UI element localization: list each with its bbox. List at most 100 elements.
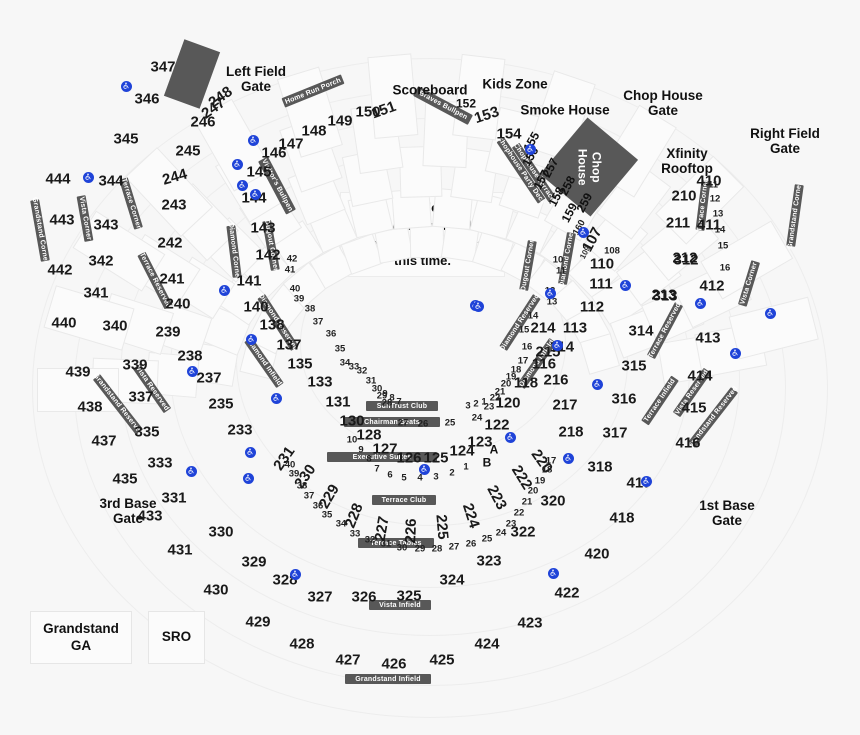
- section-238[interactable]: 238: [177, 347, 203, 365]
- section-148[interactable]: 148: [301, 122, 327, 140]
- section-423[interactable]: 423: [517, 614, 543, 632]
- section-124[interactable]: 124: [449, 442, 475, 460]
- section-335[interactable]: 335: [134, 423, 160, 441]
- section-429[interactable]: 429: [245, 613, 271, 631]
- section-233[interactable]: 233: [227, 421, 253, 439]
- wheelchair-accessible-icon[interactable]: [185, 465, 197, 477]
- section-344[interactable]: 344: [98, 172, 124, 190]
- section-428[interactable]: 428: [289, 635, 315, 653]
- section-435[interactable]: 435: [112, 470, 138, 488]
- wheelchair-accessible-icon[interactable]: [547, 567, 559, 579]
- wheelchair-accessible-icon[interactable]: [242, 472, 254, 484]
- wheelchair-accessible-icon[interactable]: [270, 392, 282, 404]
- section-425[interactable]: 425: [429, 651, 455, 669]
- section-149[interactable]: 149: [327, 112, 353, 130]
- section-120[interactable]: 120: [495, 394, 521, 412]
- section-343[interactable]: 343: [93, 216, 119, 234]
- section-138[interactable]: 138: [259, 316, 285, 334]
- section-240[interactable]: 240: [165, 295, 191, 313]
- wheelchair-accessible-icon[interactable]: [245, 333, 257, 345]
- section-420[interactable]: 420: [584, 545, 610, 563]
- section-312[interactable]: 312: [673, 251, 699, 269]
- wheelchair-accessible-icon[interactable]: [694, 297, 706, 309]
- section-318[interactable]: 318: [587, 458, 613, 476]
- section-416[interactable]: 416: [675, 434, 701, 452]
- section-212[interactable]: 212: [672, 249, 698, 267]
- section-431[interactable]: 431: [167, 541, 193, 559]
- section-433[interactable]: 433: [137, 507, 163, 525]
- wheelchair-accessible-icon[interactable]: [504, 431, 516, 443]
- wheelchair-accessible-icon[interactable]: [729, 347, 741, 359]
- section-237[interactable]: 237: [196, 369, 222, 387]
- section-412[interactable]: 412: [699, 277, 725, 295]
- section-210[interactable]: 210: [671, 187, 697, 205]
- section-341[interactable]: 341: [83, 284, 109, 302]
- section-413[interactable]: 413: [695, 329, 721, 347]
- section-211[interactable]: 211: [665, 214, 691, 232]
- section-430[interactable]: 430: [203, 581, 229, 599]
- section-225[interactable]: 225: [432, 513, 452, 541]
- section-315[interactable]: 315: [621, 357, 647, 375]
- section-245[interactable]: 245: [175, 142, 201, 160]
- section-131[interactable]: 131: [325, 393, 351, 411]
- wheelchair-accessible-icon[interactable]: [82, 171, 94, 183]
- section-317[interactable]: 317: [602, 424, 628, 442]
- wheelchair-accessible-icon[interactable]: [186, 365, 198, 377]
- section-340[interactable]: 340: [102, 317, 128, 335]
- section-143[interactable]: 143: [250, 219, 276, 237]
- section-147[interactable]: 147: [278, 135, 304, 153]
- wheelchair-accessible-icon[interactable]: [236, 179, 248, 191]
- section-218[interactable]: 218: [558, 423, 584, 441]
- section-A[interactable]: A: [489, 442, 499, 457]
- section-241[interactable]: 241: [159, 270, 185, 288]
- section-339[interactable]: 339: [122, 356, 148, 374]
- seating-cell[interactable]: [409, 225, 445, 259]
- section-246[interactable]: 246: [190, 113, 216, 131]
- section-439[interactable]: 439: [65, 363, 91, 381]
- section-122[interactable]: 122: [484, 416, 510, 434]
- section-226[interactable]: 226: [402, 518, 421, 544]
- section-327[interactable]: 327: [307, 588, 333, 606]
- section-150[interactable]: 150: [355, 103, 381, 121]
- section-320[interactable]: 320: [540, 492, 566, 510]
- wheelchair-accessible-icon[interactable]: [472, 300, 484, 312]
- section-135[interactable]: 135: [287, 355, 313, 373]
- section-314[interactable]: 314: [628, 322, 654, 340]
- wheelchair-accessible-icon[interactable]: [577, 226, 589, 238]
- section-346[interactable]: 346: [134, 90, 160, 108]
- section-B[interactable]: B: [482, 455, 492, 470]
- section-140[interactable]: 140: [243, 298, 269, 316]
- section-128[interactable]: 128: [356, 426, 382, 444]
- section-427[interactable]: 427: [335, 651, 361, 669]
- section-213[interactable]: 213: [651, 286, 677, 304]
- section-126[interactable]: 126: [396, 449, 422, 467]
- section-108[interactable]: 108: [604, 245, 620, 257]
- section-410[interactable]: 410: [696, 172, 722, 190]
- section-442[interactable]: 442: [47, 261, 73, 279]
- section-112[interactable]: 112: [579, 298, 605, 316]
- section-345[interactable]: 345: [113, 130, 139, 148]
- section-333[interactable]: 333: [147, 454, 173, 472]
- section-239[interactable]: 239: [155, 323, 181, 341]
- section-438[interactable]: 438: [77, 398, 103, 416]
- section-437[interactable]: 437: [91, 432, 117, 450]
- section-235[interactable]: 235: [208, 395, 234, 413]
- section-141[interactable]: 141: [236, 272, 262, 290]
- section-116[interactable]: 116: [531, 355, 557, 373]
- section-424[interactable]: 424: [474, 635, 500, 653]
- wheelchair-accessible-icon[interactable]: [418, 463, 430, 475]
- section-418[interactable]: 418: [609, 509, 635, 527]
- wheelchair-accessible-icon[interactable]: [562, 452, 574, 464]
- section-325[interactable]: 325: [396, 587, 422, 605]
- section-118[interactable]: 118: [513, 374, 539, 392]
- section-337[interactable]: 337: [128, 388, 154, 406]
- sro-box[interactable]: SRO: [148, 611, 205, 664]
- section-217[interactable]: 217: [552, 396, 578, 414]
- section-440[interactable]: 440: [51, 314, 77, 332]
- section-154[interactable]: 154: [496, 125, 522, 143]
- section-137[interactable]: 137: [276, 336, 302, 354]
- section-146[interactable]: 146: [261, 144, 287, 162]
- section-243[interactable]: 243: [161, 196, 187, 214]
- section-414[interactable]: 414: [687, 367, 713, 385]
- wheelchair-accessible-icon[interactable]: [619, 279, 631, 291]
